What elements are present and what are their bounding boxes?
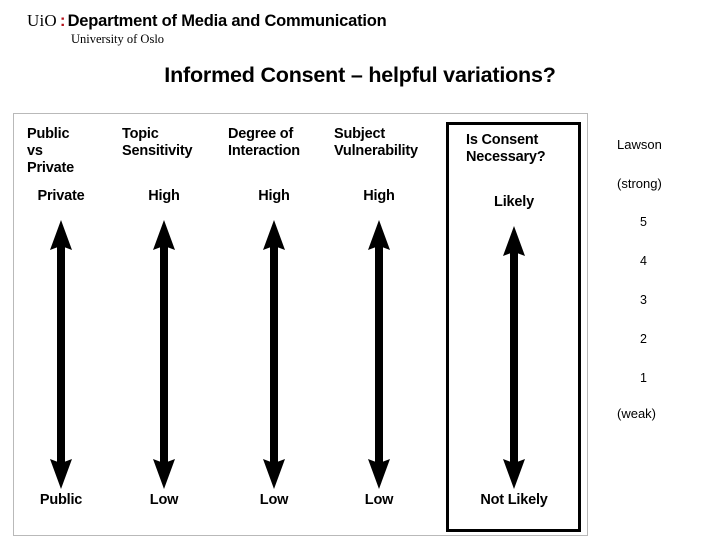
top-label-high-vulnerability: High xyxy=(363,188,395,204)
university-name: University of Oslo xyxy=(71,32,165,46)
uio-colon-mark: : xyxy=(59,11,66,30)
uio-logo-text: UiO xyxy=(27,11,57,30)
bottom-label-low-interaction: Low xyxy=(259,492,289,508)
top-label-private: Private xyxy=(37,188,85,204)
bottom-label-low-topic: Low xyxy=(149,492,179,508)
scale-value-5: 5 xyxy=(640,215,647,229)
bottom-label-public: Public xyxy=(39,492,83,508)
top-label-likely: Likely xyxy=(494,194,534,210)
column-header-public-vs-private: Public vs Private xyxy=(27,126,74,176)
column-header-is-consent-necessary: Is Consent Necessary? xyxy=(466,132,546,165)
scale-label-weak: (weak) xyxy=(617,406,657,421)
scale-title-lawson: Lawson xyxy=(617,137,662,152)
uio-branding: UiO:Department of Media and Communicatio… xyxy=(27,12,387,47)
column-header-subject-vulnerability: Subject Vulnerability xyxy=(334,126,418,159)
column-header-topic-sensitivity: Topic Sensitivity xyxy=(122,126,193,159)
top-label-high-interaction: High xyxy=(258,188,290,204)
bottom-label-not-likely: Not Likely xyxy=(480,492,548,508)
scale-label-strong: (strong) xyxy=(617,176,662,191)
double-headed-arrow-degree-of-interaction xyxy=(263,220,285,489)
column-header-degree-of-interaction: Degree of Interaction xyxy=(228,126,300,159)
double-headed-arrow-topic-sensitivity xyxy=(153,220,175,489)
lawson-scale: Lawson (strong) 5 4 3 2 1 (weak) xyxy=(592,113,720,433)
scale-value-3: 3 xyxy=(640,293,647,307)
double-headed-arrow-is-consent-necessary xyxy=(503,226,525,489)
scale-value-4: 4 xyxy=(640,254,647,268)
bottom-label-low-vulnerability: Low xyxy=(364,492,394,508)
page-title: Informed Consent – helpful variations? xyxy=(164,63,556,87)
scale-value-1: 1 xyxy=(640,371,647,385)
department-name: Department of Media and Communication xyxy=(67,12,387,30)
scale-value-2: 2 xyxy=(640,332,647,346)
double-headed-arrow-public-private xyxy=(50,220,72,489)
double-headed-arrow-subject-vulnerability xyxy=(368,220,390,489)
top-label-high-topic: High xyxy=(148,188,180,204)
brand-primary-line: UiO:Department of Media and Communicatio… xyxy=(27,12,387,31)
consent-variation-diagram: Public vs Private Private Public Topic S… xyxy=(13,113,588,536)
